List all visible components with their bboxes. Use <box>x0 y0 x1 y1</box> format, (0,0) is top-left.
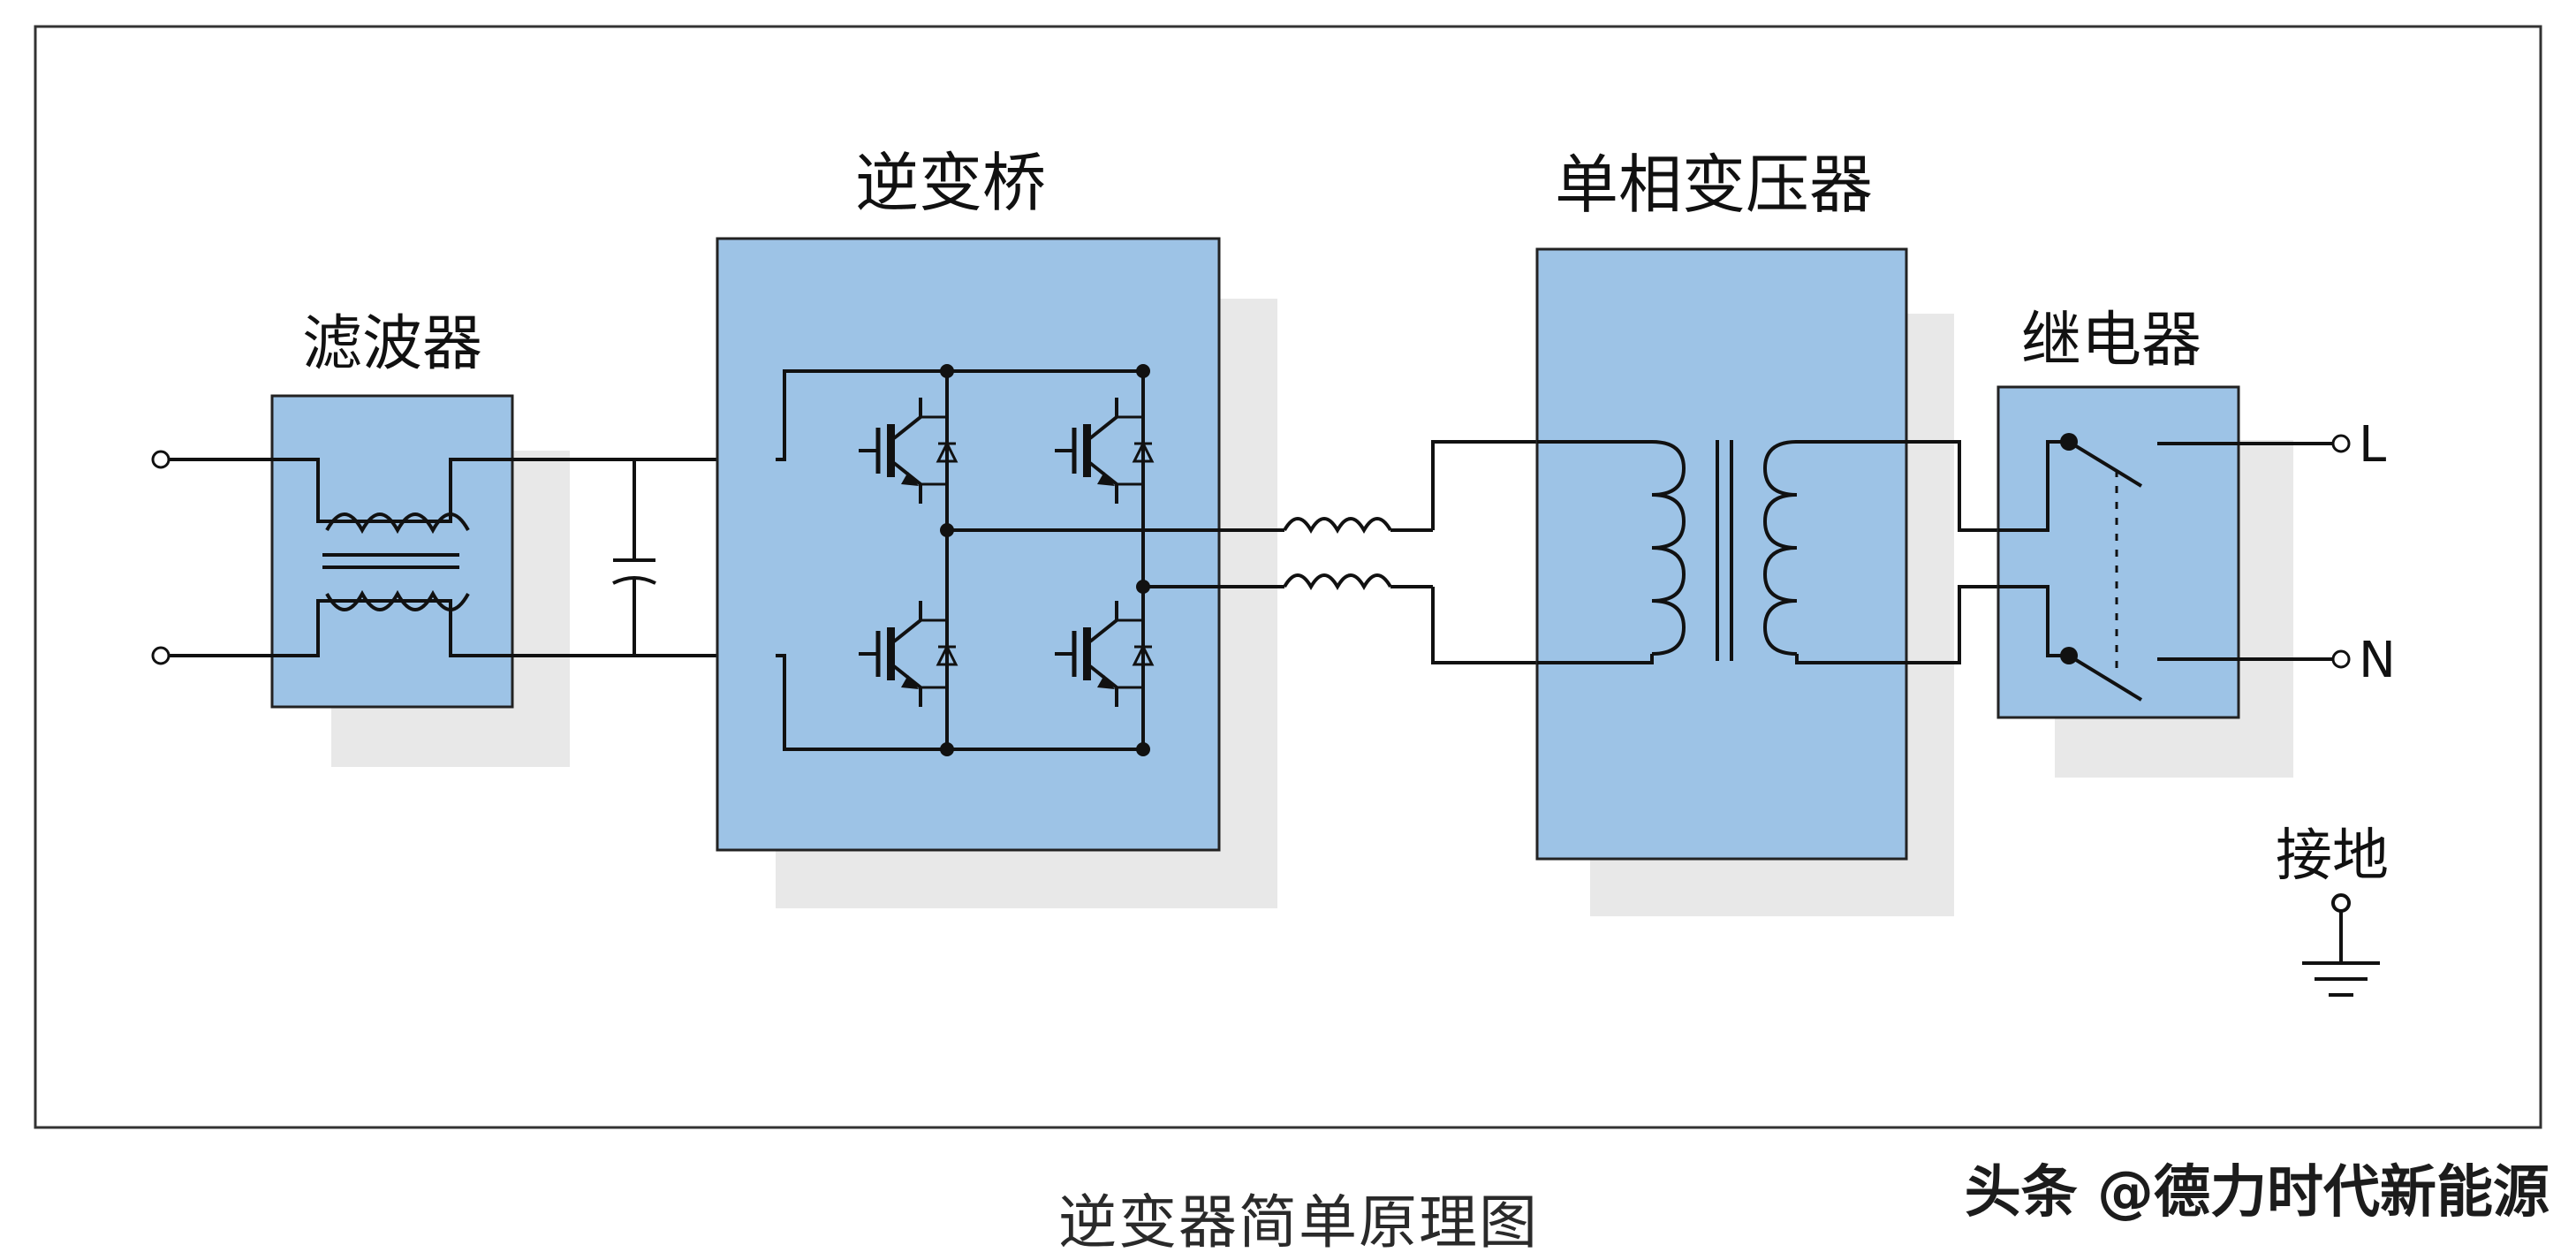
common-mode-choke <box>169 458 512 657</box>
source-watermark: 头条 @德力时代新能源 <box>1964 1160 2549 1226</box>
filter-block <box>270 394 514 709</box>
input-terminal-bottom <box>151 646 170 665</box>
dc-capacitor <box>612 558 656 585</box>
diagram-caption: 逆变器简单原理图 <box>1058 1188 1539 1256</box>
output-l-label: L <box>2359 416 2386 474</box>
output-inductors <box>1219 440 1537 664</box>
ground-label: 接地 <box>2276 824 2389 889</box>
relay-contacts <box>1998 440 2332 702</box>
output-terminal-n <box>2331 649 2351 669</box>
bridge-nodes <box>940 364 1150 756</box>
relay-block <box>1996 385 2240 719</box>
relay-pivot-top <box>2060 433 2078 451</box>
output-n-label: N <box>2359 632 2396 689</box>
transformer-windings <box>1537 440 1998 664</box>
transformer-block <box>1535 247 1908 861</box>
filter-label: 滤波器 <box>302 309 482 379</box>
transformer-label: 单相变压器 <box>1555 148 1873 222</box>
bridge-label: 逆变桥 <box>855 146 1046 220</box>
input-terminal-top <box>151 450 170 469</box>
relay-label: 继电器 <box>2021 306 2201 376</box>
output-terminal-l <box>2331 434 2351 453</box>
ground-symbol-icon <box>2302 893 2380 997</box>
relay-pivot-bottom <box>2060 647 2078 664</box>
